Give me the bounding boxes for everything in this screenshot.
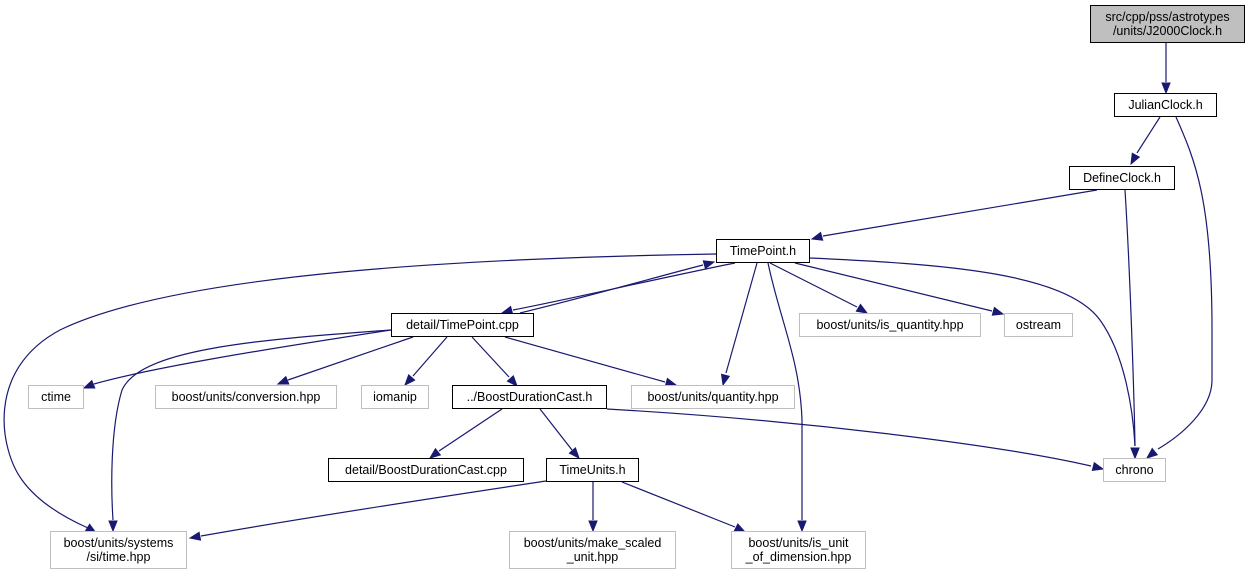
edge-detailtp-to-timepoint xyxy=(519,264,704,314)
edge-arrowhead xyxy=(702,260,716,270)
node-label-line: boost/units/is_quantity.hpp xyxy=(816,318,964,332)
node-timeunits[interactable]: TimeUnits.h xyxy=(546,458,639,482)
node-julianclock[interactable]: JulianClock.h xyxy=(1114,93,1217,117)
node-label-line: /units/J2000Clock.h xyxy=(1112,24,1223,38)
edge-defineclock-to-timepoint xyxy=(822,189,1098,237)
edge-arrowhead xyxy=(588,520,598,533)
edge-arrowhead xyxy=(404,374,416,387)
edge-arrowhead xyxy=(82,379,96,389)
node-label-line: _unit.hpp xyxy=(566,550,619,564)
edge-bdc-to-chrono xyxy=(606,408,1092,467)
node-label-line: detail/TimePoint.cpp xyxy=(406,318,519,332)
edge-timepoint-to-isunit xyxy=(767,262,803,520)
edge-arrowhead xyxy=(991,306,1005,316)
node-detailtp[interactable]: detail/TimePoint.cpp xyxy=(391,313,534,337)
node-label-line: JulianClock.h xyxy=(1128,98,1203,112)
node-ostream: ostream xyxy=(1004,313,1073,337)
edge-timepoint-to-sitime xyxy=(3,253,717,529)
node-quantity: boost/units/quantity.hpp xyxy=(631,385,795,409)
node-isunit: boost/units/is_unit_of_dimension.hpp xyxy=(731,531,866,569)
node-label-line: ../BoostDurationCast.h xyxy=(466,390,593,404)
node-label-line: boost/units/is_unit xyxy=(748,536,849,550)
node-ctime: ctime xyxy=(28,385,84,409)
edge-arrowhead xyxy=(108,520,118,533)
edge-arrowhead xyxy=(1091,461,1105,472)
node-sitime: boost/units/systems/si/time.hpp xyxy=(50,531,187,569)
node-label-line: boost/units/quantity.hpp xyxy=(647,390,779,404)
edge-timepoint-to-quantity xyxy=(725,262,758,374)
node-iomanip: iomanip xyxy=(361,385,429,409)
edge-detailtp-to-iomanip xyxy=(412,336,448,377)
edge-arrowhead xyxy=(720,373,731,387)
node-label-line: DefineClock.h xyxy=(1083,171,1161,185)
node-makescaled: boost/units/make_scaled_unit.hpp xyxy=(509,531,676,569)
node-label-line: TimeUnits.h xyxy=(559,463,626,477)
edge-timepoint-to-isquantity xyxy=(769,262,858,308)
edge-arrowhead xyxy=(797,520,807,533)
node-label-line: iomanip xyxy=(373,390,417,404)
node-label-line: chrono xyxy=(1115,463,1154,477)
edge-arrowhead xyxy=(1130,152,1141,166)
node-label-line: ostream xyxy=(1015,318,1062,332)
edge-arrowhead xyxy=(506,375,518,388)
edge-detailtp-to-quantity xyxy=(504,336,666,383)
edge-timeunits-to-isunit xyxy=(621,481,736,528)
node-timepoint[interactable]: TimePoint.h xyxy=(716,239,810,263)
node-detailbdc[interactable]: detail/BoostDurationCast.cpp xyxy=(328,458,524,482)
node-label-line: /si/time.hpp xyxy=(86,550,151,564)
node-label-line: boost/units/conversion.hpp xyxy=(171,390,321,404)
node-label-line: boost/units/systems xyxy=(63,536,174,550)
edge-timepoint-to-ostream xyxy=(794,262,993,312)
edge-timepoint-to-chrono xyxy=(809,257,1136,447)
node-label-line: ctime xyxy=(41,390,71,404)
edge-arrowhead xyxy=(428,447,442,459)
node-label-line: TimePoint.h xyxy=(729,244,797,258)
edge-detailtp-to-conversion xyxy=(287,336,414,381)
edge-arrowhead xyxy=(1161,82,1171,95)
edge-timeunits-to-sitime xyxy=(200,480,547,537)
edge-arrowhead xyxy=(276,375,290,385)
edge-arrowhead xyxy=(188,531,202,541)
edge-julianclock-to-defineclock xyxy=(1136,116,1161,154)
node-j2000clock[interactable]: src/cpp/pss/astrotypes/units/J2000Clock.… xyxy=(1090,5,1245,43)
edge-defineclock-to-chrono xyxy=(1124,189,1136,447)
node-bdc[interactable]: ../BoostDurationCast.h xyxy=(452,385,607,409)
edge-arrowhead xyxy=(1145,447,1159,459)
node-isquantity: boost/units/is_quantity.hpp xyxy=(799,313,981,337)
edge-bdc-to-detailbdc xyxy=(438,408,503,452)
node-label-line: _of_dimension.hpp xyxy=(745,550,852,564)
node-defineclock[interactable]: DefineClock.h xyxy=(1069,166,1175,190)
edge-arrowhead xyxy=(855,303,869,314)
edge-julianclock-to-chrono xyxy=(1157,116,1213,450)
edge-arrowhead xyxy=(810,231,824,241)
edge-bdc-to-timeunits xyxy=(539,408,573,451)
edge-detailtp-to-ctime xyxy=(93,329,392,385)
node-conversion: boost/units/conversion.hpp xyxy=(155,385,337,409)
edge-arrowhead xyxy=(568,446,580,460)
edge-detailtp-to-bdc xyxy=(471,336,510,378)
node-label-line: src/cpp/pss/astrotypes xyxy=(1105,10,1230,24)
node-chrono: chrono xyxy=(1103,458,1166,482)
node-label-line: detail/BoostDurationCast.cpp xyxy=(345,463,507,477)
edge-detailtp-to-sitime xyxy=(111,329,392,521)
edge-arrowhead xyxy=(1130,447,1140,460)
node-label-line: boost/units/make_scaled xyxy=(523,536,662,550)
